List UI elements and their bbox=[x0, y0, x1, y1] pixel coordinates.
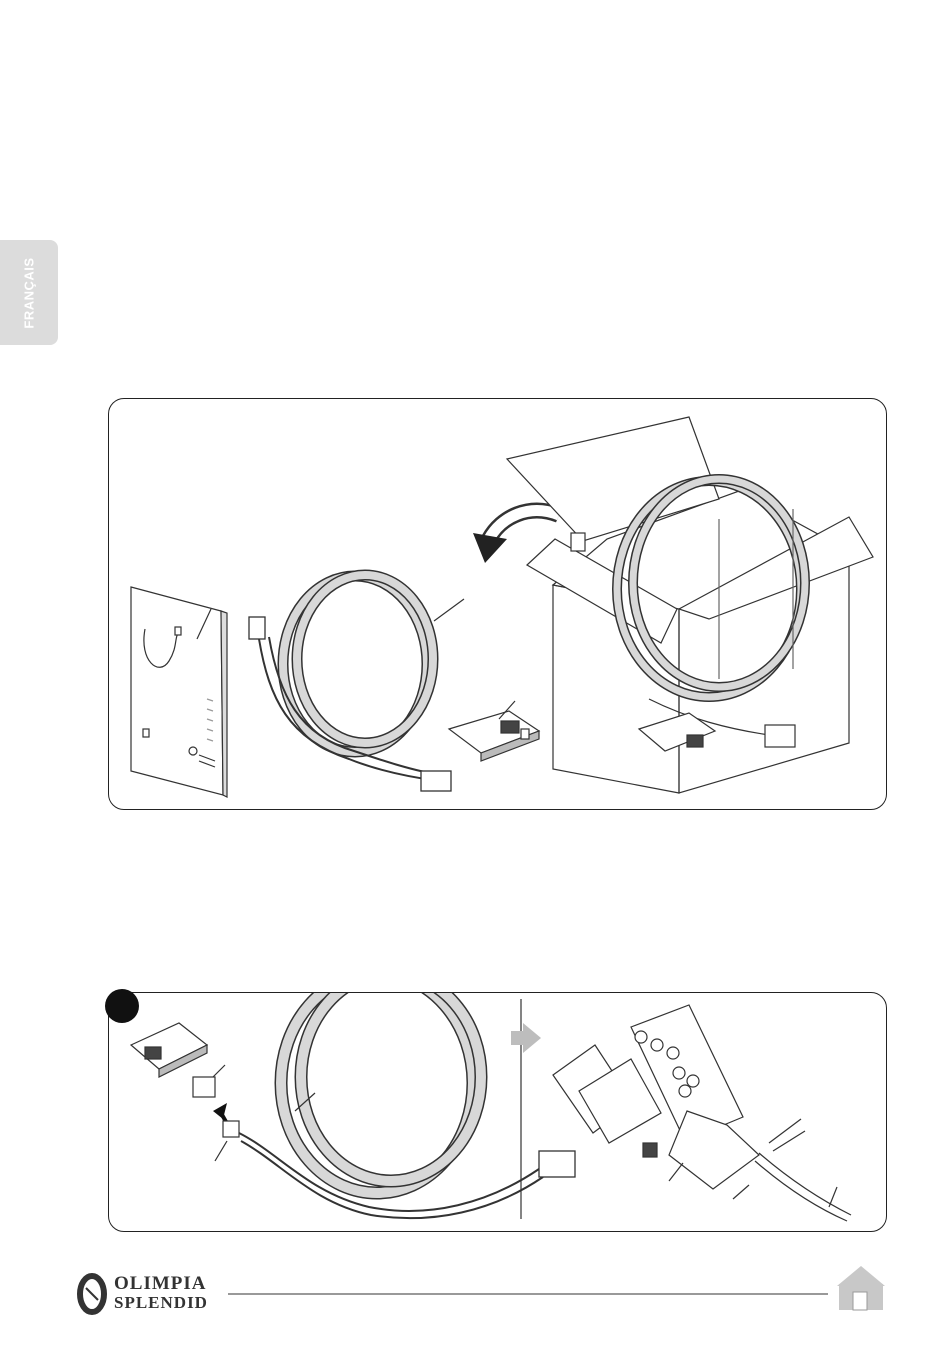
language-tab-label: FRANÇAIS bbox=[22, 257, 37, 328]
cable-connector-icon bbox=[215, 1121, 239, 1161]
brand-name-line2: SPLENDID bbox=[114, 1293, 208, 1313]
next-step-arrow-icon bbox=[511, 1023, 541, 1053]
interface-board-icon bbox=[449, 701, 539, 761]
kit-contents-drawing bbox=[109, 399, 886, 809]
brand-mark-icon bbox=[72, 1272, 112, 1316]
kit-contents-illustration bbox=[108, 398, 887, 810]
connection-step-illustration bbox=[108, 992, 887, 1232]
interface-board-icon bbox=[131, 1023, 225, 1097]
coiled-cable-icon bbox=[249, 575, 464, 791]
board-installation-icon bbox=[553, 1005, 851, 1221]
footer-rule bbox=[228, 1293, 828, 1295]
home-button[interactable] bbox=[833, 1262, 889, 1312]
open-box-icon bbox=[507, 417, 873, 793]
manual-booklet-icon bbox=[131, 587, 227, 797]
home-icon bbox=[833, 1262, 889, 1312]
language-tab[interactable]: FRANÇAIS bbox=[0, 240, 58, 345]
brand-name-line1: OLIMPIA bbox=[114, 1273, 207, 1295]
connection-drawing bbox=[109, 993, 886, 1231]
